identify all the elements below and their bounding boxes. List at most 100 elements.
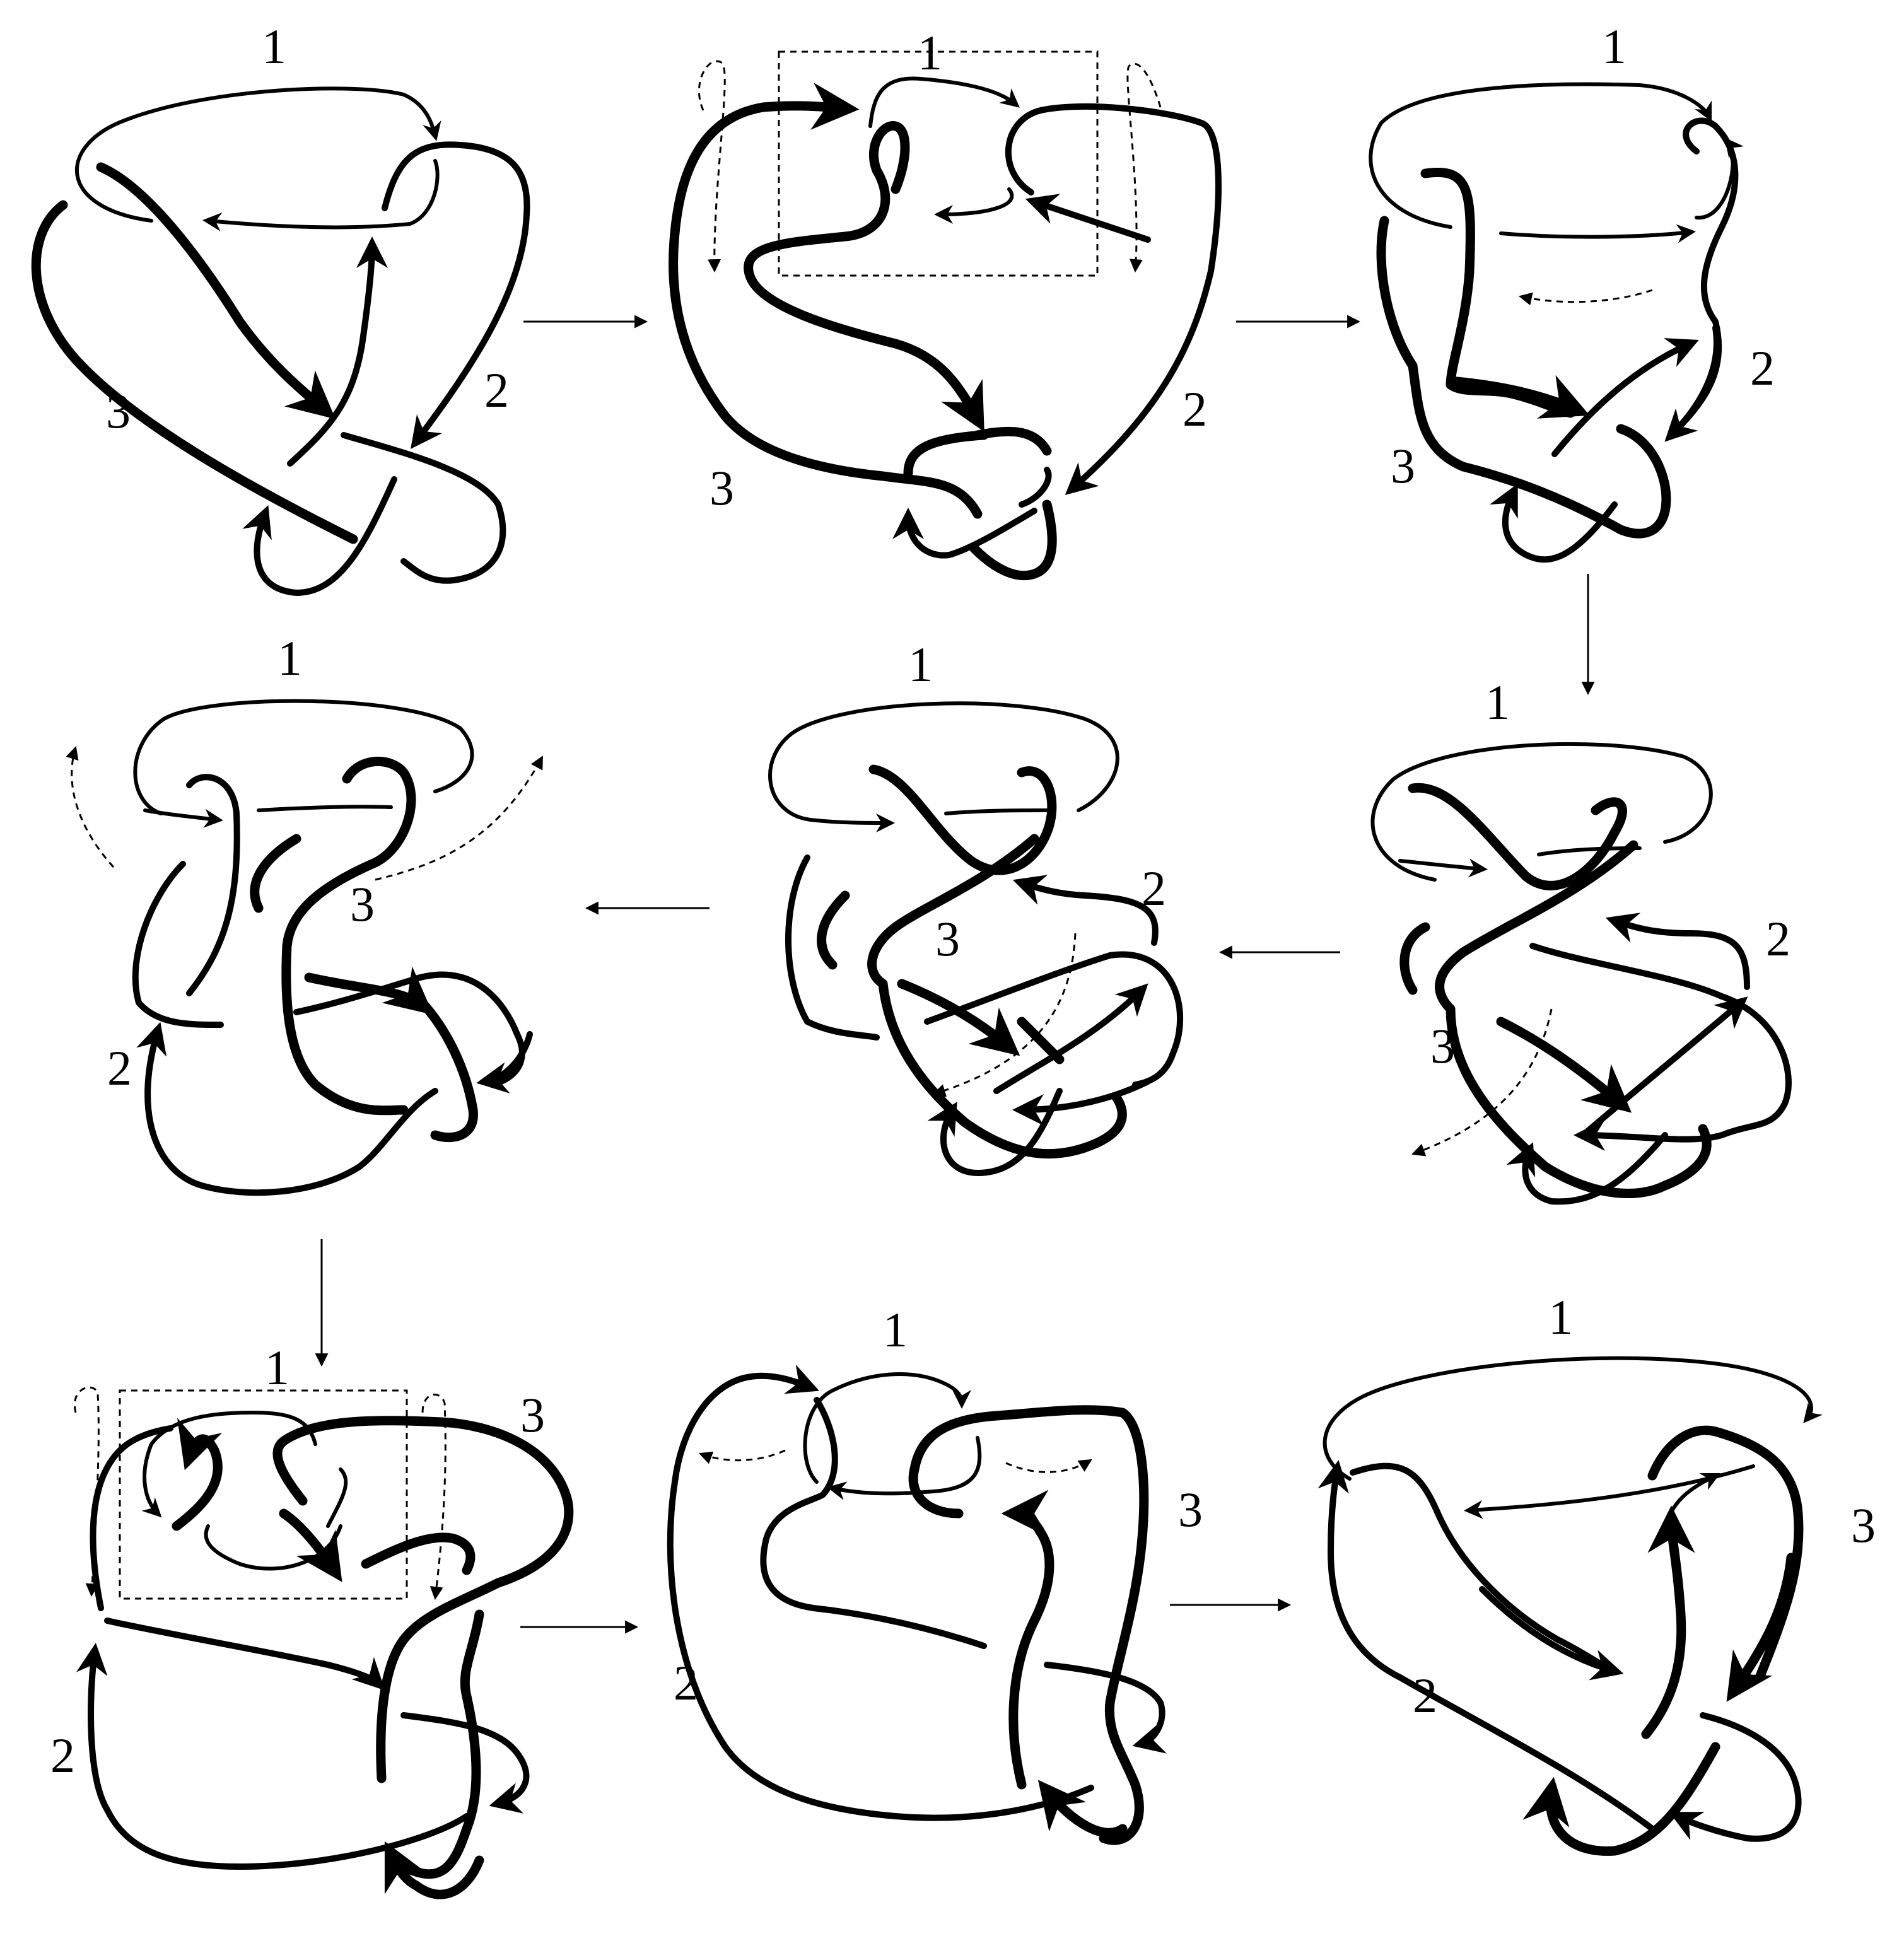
panel-6-label-1: 1 <box>1485 675 1510 730</box>
strand-3-lower <box>1376 216 1671 539</box>
strand-3-arrow <box>1726 1553 1796 1702</box>
panel-6-label-3: 3 <box>1430 1018 1455 1073</box>
strand-3-knot <box>969 426 1057 581</box>
strand-2-low <box>1012 1078 1151 1126</box>
strand-2-up <box>1551 338 1699 457</box>
strand-3-mid <box>361 1532 476 1575</box>
guide-left <box>699 1449 786 1464</box>
strand-2-loop <box>1489 483 1618 563</box>
strand-3-left <box>250 834 301 913</box>
panel-4-label-3: 3 <box>350 877 375 931</box>
panel-3-label-2: 2 <box>1750 341 1775 395</box>
strand-2 <box>1350 1462 1611 1671</box>
strand-2-right <box>1044 1662 1167 1754</box>
strand-3-arrow <box>279 1508 342 1582</box>
panel-4-label-2: 2 <box>107 1041 132 1095</box>
strand-2-loop <box>242 476 397 596</box>
strand-2 <box>667 1364 1094 1821</box>
strand-2-loop <box>1506 1132 1668 1205</box>
strand-1-tail <box>408 159 440 226</box>
panel-4: 1 2 3 <box>66 631 544 1196</box>
strand-3-diag <box>1435 840 1638 1014</box>
strand-3-lower <box>1446 1004 1712 1198</box>
strand-1 <box>803 1372 971 1484</box>
strand-2 <box>382 141 530 450</box>
strand-3-arrow <box>1496 1017 1632 1113</box>
strand-1-b <box>827 1436 982 1500</box>
panel-6: 1 2 3 <box>1370 675 1792 1205</box>
strand-3-top <box>1647 1425 1804 1682</box>
strand-3-lower <box>878 979 1127 1159</box>
guide-left <box>698 60 726 273</box>
strand-3 <box>1420 167 1575 418</box>
strand-2-low <box>104 1618 385 1691</box>
strand-2-left <box>785 854 880 1041</box>
guide-left <box>66 745 115 868</box>
strand-1 <box>1369 82 1712 229</box>
strand-2-loop <box>927 1088 1063 1176</box>
strand-2 <box>132 861 525 1088</box>
strand-3-end <box>384 1841 484 1899</box>
guide-down <box>1411 1008 1553 1157</box>
strand-3 <box>96 162 336 419</box>
panel-1-label-3: 3 <box>106 383 131 438</box>
strand-2-right <box>1669 1712 1802 1842</box>
strand-3-lower <box>31 200 358 544</box>
panel-2-label-3: 3 <box>710 460 734 515</box>
strand-1-cross <box>202 212 412 231</box>
strand-3-left <box>1399 922 1430 995</box>
strand-2-loop <box>136 1022 438 1196</box>
highlight-box <box>778 50 1099 277</box>
panel-4-label-1: 1 <box>277 631 302 685</box>
strand-2-up <box>993 983 1148 1094</box>
strand-1 <box>74 86 441 223</box>
strand-1 <box>768 701 1119 822</box>
panel-8: 1 2 3 <box>667 1302 1203 1845</box>
strand-3-mid <box>903 430 989 478</box>
strand-2-right <box>400 1712 530 1814</box>
strand-1-cross <box>809 810 1049 823</box>
strand-3 <box>172 1418 223 1531</box>
strand-3 <box>1408 783 1627 890</box>
strand-3 <box>868 764 1057 875</box>
panel-5-label-2: 2 <box>1142 861 1166 916</box>
strand-3-right <box>399 1609 484 1879</box>
highlight-box <box>119 1389 408 1600</box>
panel-8-label-1: 1 <box>883 1302 908 1357</box>
panel-1-label-2: 2 <box>484 363 509 417</box>
panel-9-label-3: 3 <box>1851 1498 1876 1553</box>
panel-9: 1 2 3 <box>1317 1290 1876 1856</box>
strand-1-cross <box>143 807 393 820</box>
guide-right <box>375 755 544 881</box>
strand-2-arrow <box>1479 1586 1624 1681</box>
strand-2 <box>90 1425 173 1611</box>
panel-1: 1 2 3 <box>31 19 530 596</box>
strand-3-main <box>281 756 416 1116</box>
strand-3-top <box>908 1405 1149 1845</box>
strand-3 <box>1641 1505 1695 1739</box>
strand-2-lower <box>341 432 506 584</box>
strand-3-end <box>1037 1780 1128 1838</box>
guide-mid <box>1518 289 1653 306</box>
strand-2-mid <box>760 1397 987 1649</box>
panel-3: 1 2 3 <box>1369 19 1775 563</box>
panel-3-label-3: 3 <box>1391 438 1415 493</box>
strand-3-top <box>272 1416 574 1783</box>
strand-1 <box>1323 1356 1823 1481</box>
guide-right <box>421 1394 447 1601</box>
strand-1-cross <box>1464 1464 1755 1519</box>
strand-2-up <box>287 236 388 467</box>
strand-2-up <box>186 774 240 996</box>
panel-7-label-1: 1 <box>265 1340 289 1395</box>
panel-1-label-1: 1 <box>262 19 286 74</box>
strand-2-arrow <box>476 1031 533 1093</box>
guide-down <box>932 933 1077 1097</box>
panel-9-label-1: 1 <box>1548 1290 1573 1344</box>
panel-9-label-2: 2 <box>1413 1668 1437 1723</box>
panel-3-label-1: 1 <box>1602 19 1627 74</box>
guide-right <box>1005 1459 1092 1473</box>
strand-2-arrow <box>1664 325 1720 442</box>
panel-5-label-3: 3 <box>935 911 960 966</box>
strand-3-short <box>817 890 850 970</box>
